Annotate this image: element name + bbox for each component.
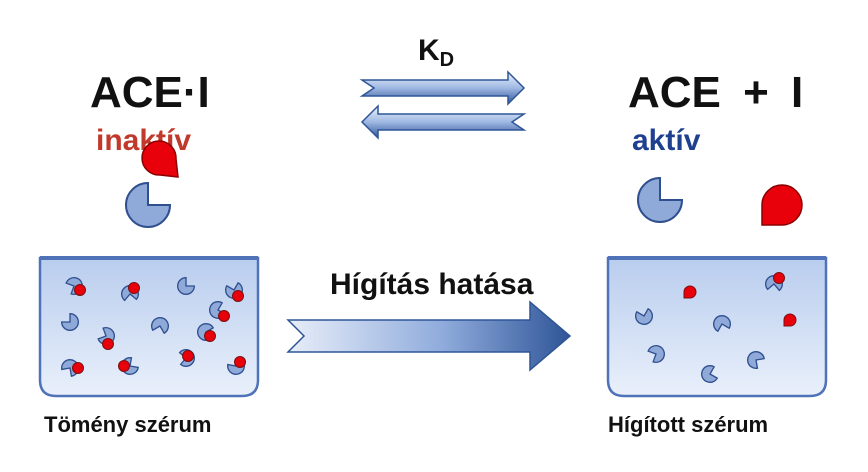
concentrated-beaker-molecules (59, 274, 247, 379)
concentrated-beaker-icon (38, 256, 260, 398)
kd-sub: D (439, 49, 455, 71)
kd-label: KD (418, 34, 454, 72)
backward-arrow-icon (360, 104, 527, 140)
enzyme-icon (637, 176, 684, 223)
dilution-arrow-icon (286, 300, 572, 372)
enzyme-inhibitor-complex-icon (125, 140, 179, 228)
forward-arrow-icon (359, 70, 526, 106)
dilution-label: Hígítás hatása (330, 268, 534, 301)
complex-formula: ACE·I (90, 68, 210, 117)
inhibitor-icon (761, 184, 803, 226)
kd-main: K (418, 34, 440, 67)
concentrated-serum-caption: Tömény szérum (44, 412, 212, 437)
diluted-beaker-molecules (631, 271, 797, 387)
active-label: aktív (632, 124, 701, 157)
diluted-serum-caption: Hígított szérum (608, 412, 769, 437)
dissociated-formula: ACE + I (628, 68, 804, 117)
